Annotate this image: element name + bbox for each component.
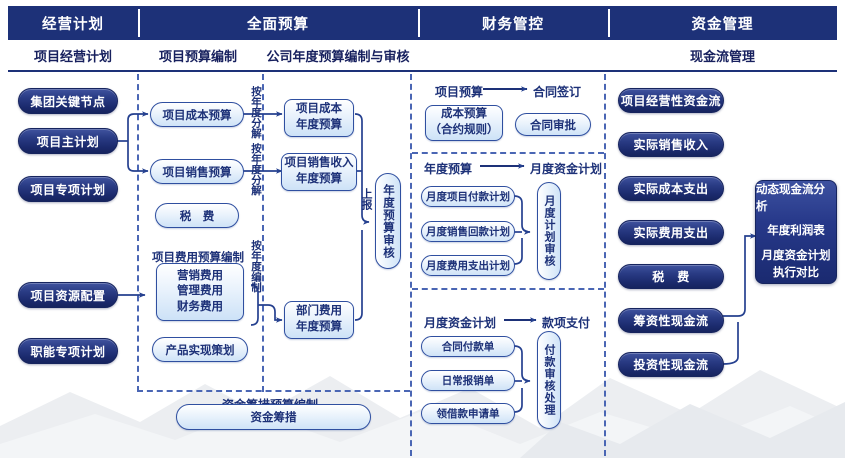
divider-col4-sec2-sec3 xyxy=(412,288,604,290)
subheader-cashflow: 现金流管理 xyxy=(689,48,755,64)
label-project-budget-from: 项目预算 xyxy=(435,85,484,99)
label-monthly-fund-plan-from: 月度资金计划 xyxy=(424,316,497,330)
divider-funding-top xyxy=(137,390,410,392)
item-contract-approval[interactable]: 合同审批 xyxy=(515,113,591,136)
item-project-master-plan[interactable]: 项目主计划 xyxy=(18,128,118,154)
item-financing-cashflow[interactable]: 筹资性现金流 xyxy=(618,308,724,333)
item-annual-budget-review[interactable]: 年度预算审核 xyxy=(375,173,401,269)
item-monthly-plan-review[interactable]: 月度计划审核 xyxy=(537,182,561,280)
label-annual-breakdown-2: 按年度分解 xyxy=(250,143,262,196)
dept-annual-line1: 部门费用 xyxy=(296,305,342,318)
cost-annual-line2: 年度预算 xyxy=(296,119,342,131)
item-project-cost-budget[interactable]: 项目成本预算 xyxy=(150,102,244,127)
item-actual-cost-expenditure[interactable]: 实际成本支出 xyxy=(618,176,724,201)
item-project-special-plan[interactable]: 项目专项计划 xyxy=(18,176,118,202)
item-functional-special-plan[interactable]: 职能专项计划 xyxy=(18,338,118,364)
subheader-company-budget: 公司年度预算编制与审核 xyxy=(266,48,410,64)
item-project-cost-annual-budget[interactable]: 项目成本 年度预算 xyxy=(284,99,354,137)
item-monthly-project-payment-plan[interactable]: 月度项目付款计划 xyxy=(421,186,515,207)
item-project-resource-allocation[interactable]: 项目资源配置 xyxy=(18,282,118,308)
dept-annual-line2: 年度预算 xyxy=(296,321,342,333)
label-contract-signing-to: 合同签订 xyxy=(533,85,582,99)
analysis-line-3a: 月度资金计划 xyxy=(761,249,831,262)
label-monthly-fund-plan-to: 月度资金计划 xyxy=(530,162,603,176)
subheader-project-plan: 项目经营计划 xyxy=(33,48,112,64)
divider-col4-sec1-sec2 xyxy=(412,152,604,154)
cost-annual-line1: 项目成本 xyxy=(296,103,342,116)
item-tax-fee[interactable]: 税 费 xyxy=(155,203,239,228)
expense-line-management: 管理费用 xyxy=(177,285,223,298)
label-annual-breakdown-1: 按年度分解 xyxy=(250,86,262,139)
cost-budget-line2: （合约规则） xyxy=(429,124,499,136)
item-project-sales-annual-budget[interactable]: 项目销售收入 年度预算 xyxy=(281,153,357,191)
item-group-key-milestone[interactable]: 集团关键节点 xyxy=(18,88,118,114)
item-product-realization-plan[interactable]: 产品实现策划 xyxy=(152,337,248,362)
header-col-1: 经营计划 xyxy=(42,16,104,33)
group-expense-budget[interactable]: 营销费用 管理费用 财务费用 xyxy=(156,263,244,321)
sales-annual-line1: 项目销售收入 xyxy=(284,157,354,170)
header-bar: 经营计划 全面预算 财务管控 资金管理 xyxy=(8,6,837,40)
header-col-4: 资金管理 xyxy=(608,6,837,40)
label-annual-budget-from: 年度预算 xyxy=(424,162,473,176)
panel-dynamic-cashflow-analysis[interactable]: 动态现金流分析 年度利润表 月度资金计划 执行对比 xyxy=(755,180,837,284)
item-monthly-sales-collection-plan[interactable]: 月度销售回款计划 xyxy=(421,221,515,242)
item-department-expense-annual-budget[interactable]: 部门费用 年度预算 xyxy=(284,301,354,339)
item-cost-budget-contract-rules[interactable]: 成本预算 （合约规则） xyxy=(425,105,503,141)
item-actual-sales-revenue[interactable]: 实际销售收入 xyxy=(618,132,724,157)
item-actual-expense-expenditure[interactable]: 实际费用支出 xyxy=(618,220,724,245)
label-annual-compilation: 按年度编制 xyxy=(250,240,262,293)
divider-col2-col3 xyxy=(262,74,264,392)
header-col-2: 全面预算 xyxy=(138,6,418,40)
item-investing-cashflow[interactable]: 投资性现金流 xyxy=(618,352,724,377)
analysis-line-3b: 执行对比 xyxy=(773,266,819,279)
divider-col1-col2 xyxy=(137,74,139,392)
item-project-operating-cashflow[interactable]: 项目经营性资金流 xyxy=(618,88,724,113)
item-funding-arrangement[interactable]: 资金筹措 xyxy=(176,404,371,430)
analysis-line-2: 年度利润表 xyxy=(767,225,825,238)
item-contract-payment-form[interactable]: 合同付款单 xyxy=(421,336,515,357)
subheader-bar: 项目经营计划 项目预算编制 公司年度预算编制与审核 现金流管理 xyxy=(8,40,837,72)
item-daily-reimbursement-form[interactable]: 日常报销单 xyxy=(421,370,515,391)
subheader-project-budget: 项目预算编制 xyxy=(158,48,237,64)
item-tax-fee-cashflow[interactable]: 税 费 xyxy=(618,264,724,289)
divider-col4-col5 xyxy=(604,74,606,456)
expense-line-marketing: 营销费用 xyxy=(177,269,223,282)
label-submit-upward: 上报 xyxy=(360,188,372,210)
subheader-finance-empty xyxy=(418,40,608,70)
item-payment-review-processing[interactable]: 付款审核处理 xyxy=(537,331,561,429)
header-col-3: 财务管控 xyxy=(418,6,608,40)
cost-budget-line1: 成本预算 xyxy=(441,108,487,121)
expense-line-finance: 财务费用 xyxy=(177,300,223,313)
label-payment-disbursement-to: 款项支付 xyxy=(542,316,591,330)
analysis-line-1: 动态现金流分析 xyxy=(756,183,825,214)
divider-col3-col4 xyxy=(410,74,412,456)
sales-annual-line2: 年度预算 xyxy=(296,173,342,185)
item-monthly-expense-payment-plan[interactable]: 月度费用支出计划 xyxy=(421,255,515,276)
item-project-sales-budget[interactable]: 项目销售预算 xyxy=(150,159,244,184)
label-expense-budget-group: 项目费用预算编制 xyxy=(152,252,244,264)
item-loan-application-form[interactable]: 领借款申请单 xyxy=(421,403,515,424)
